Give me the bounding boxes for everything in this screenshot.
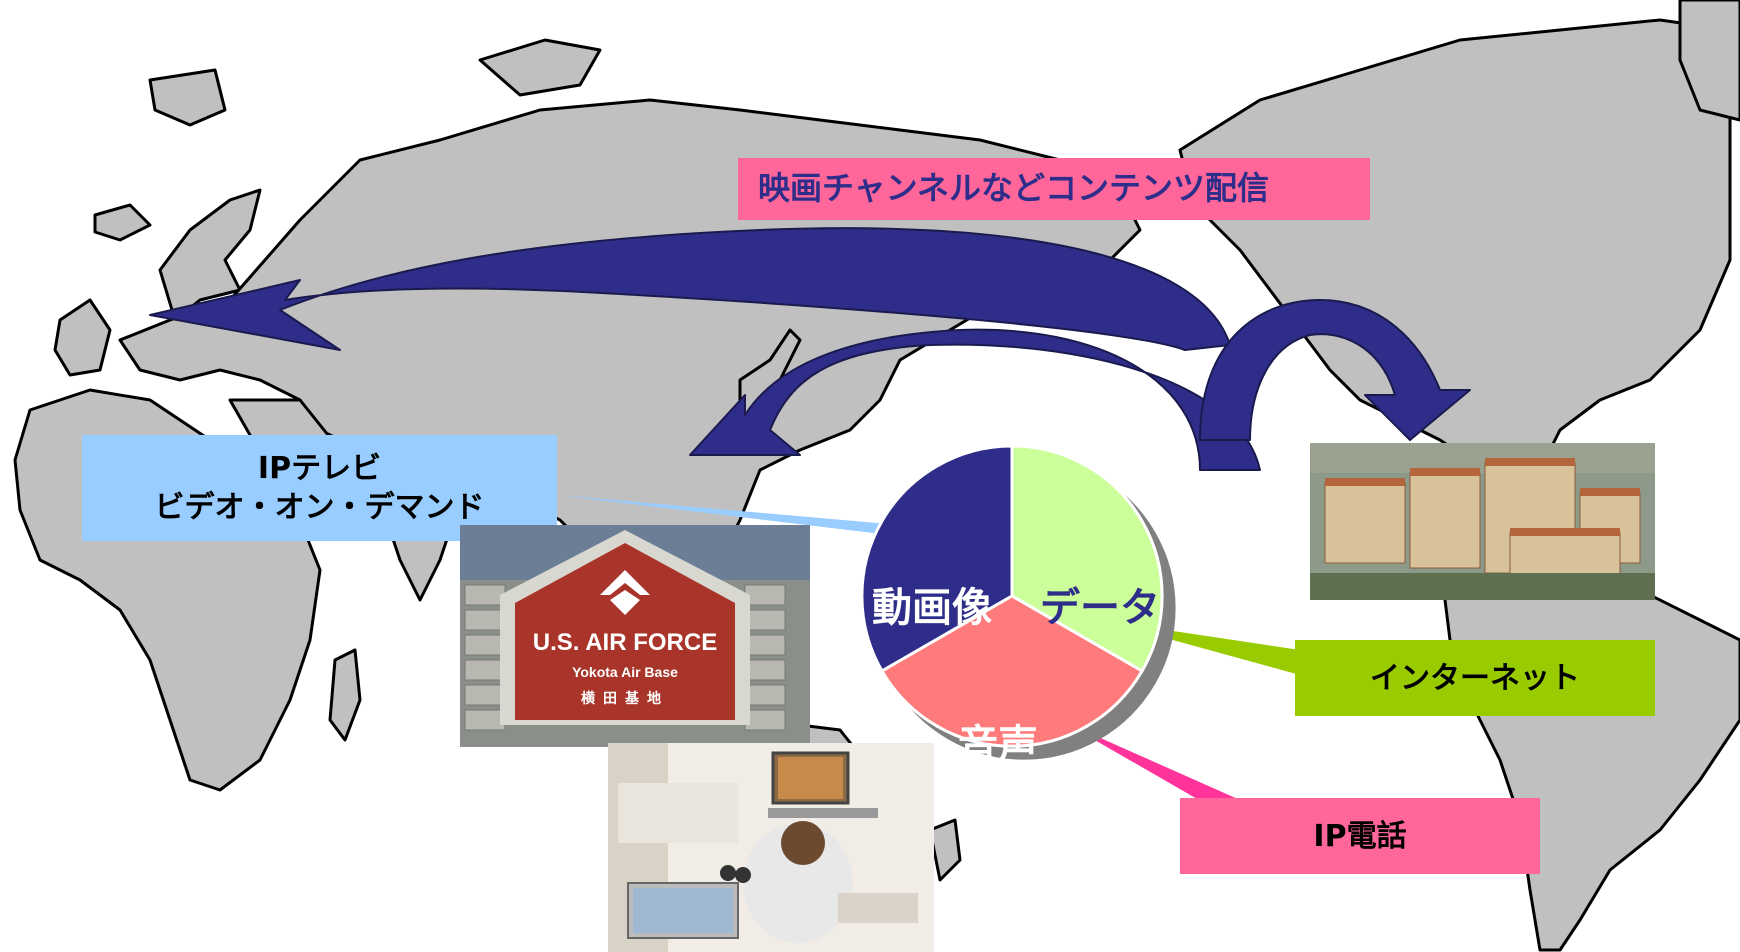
pie-slice-audio <box>879 594 1145 748</box>
arrow-to-us <box>1199 299 1471 441</box>
map-uk <box>53 298 112 377</box>
home-user-laptop-photo <box>608 743 934 952</box>
ipphone-label-box: IP電話 <box>1180 798 1540 874</box>
content-delivery-banner: 映画チャンネルなどコンテンツ配信 <box>738 158 1370 220</box>
iptv-line2: ビデオ・オン・デマンド <box>154 490 485 525</box>
internet-label-text: インターネット <box>1370 660 1580 696</box>
air-base-sign-photo: U.S. AIR FORCE Yokota Air Base 横田基地 <box>460 525 810 747</box>
sign-subtitle: Yokota Air Base <box>572 664 678 680</box>
internet-label-box: インターネット <box>1295 640 1655 716</box>
arrow-to-europe <box>149 227 1231 351</box>
pie-slice-video <box>860 444 1014 674</box>
sign-title: U.S. AIR FORCE <box>533 629 717 656</box>
pie-label-data: データ <box>1040 585 1160 631</box>
pie-label-audio: 音声 <box>958 722 1038 768</box>
map-newzealand <box>928 818 962 882</box>
home-user-laptop-art <box>608 743 934 952</box>
pie-label-video: 動画像 <box>872 585 992 631</box>
map-svalbard <box>148 68 227 127</box>
connector-iptv <box>557 495 900 535</box>
iptv-label-box: IPテレビ ビデオ・オン・デマンド <box>82 435 557 541</box>
content-delivery-banner-text: 映画チャンネルなどコンテンツ配信 <box>758 169 1270 208</box>
connector-ipphone <box>1060 720 1240 815</box>
pie-slice-data <box>1010 444 1164 674</box>
map-arctic-islands <box>478 38 602 97</box>
ipphone-label-text: IP電話 <box>1313 818 1407 854</box>
air-force-emblem <box>600 570 650 615</box>
sign-kanji: 横田基地 <box>581 690 669 707</box>
iptv-line1: IPテレビ <box>257 451 382 486</box>
arrow-to-japan <box>689 328 1261 471</box>
map-greenland <box>1678 0 1740 122</box>
apartment-building-art <box>1310 443 1655 600</box>
map-madagascar <box>328 648 362 742</box>
map-iceland <box>93 203 152 242</box>
air-base-sign-art: U.S. AIR FORCE Yokota Air Base 横田基地 <box>460 525 810 747</box>
apartment-building-photo <box>1310 443 1655 600</box>
